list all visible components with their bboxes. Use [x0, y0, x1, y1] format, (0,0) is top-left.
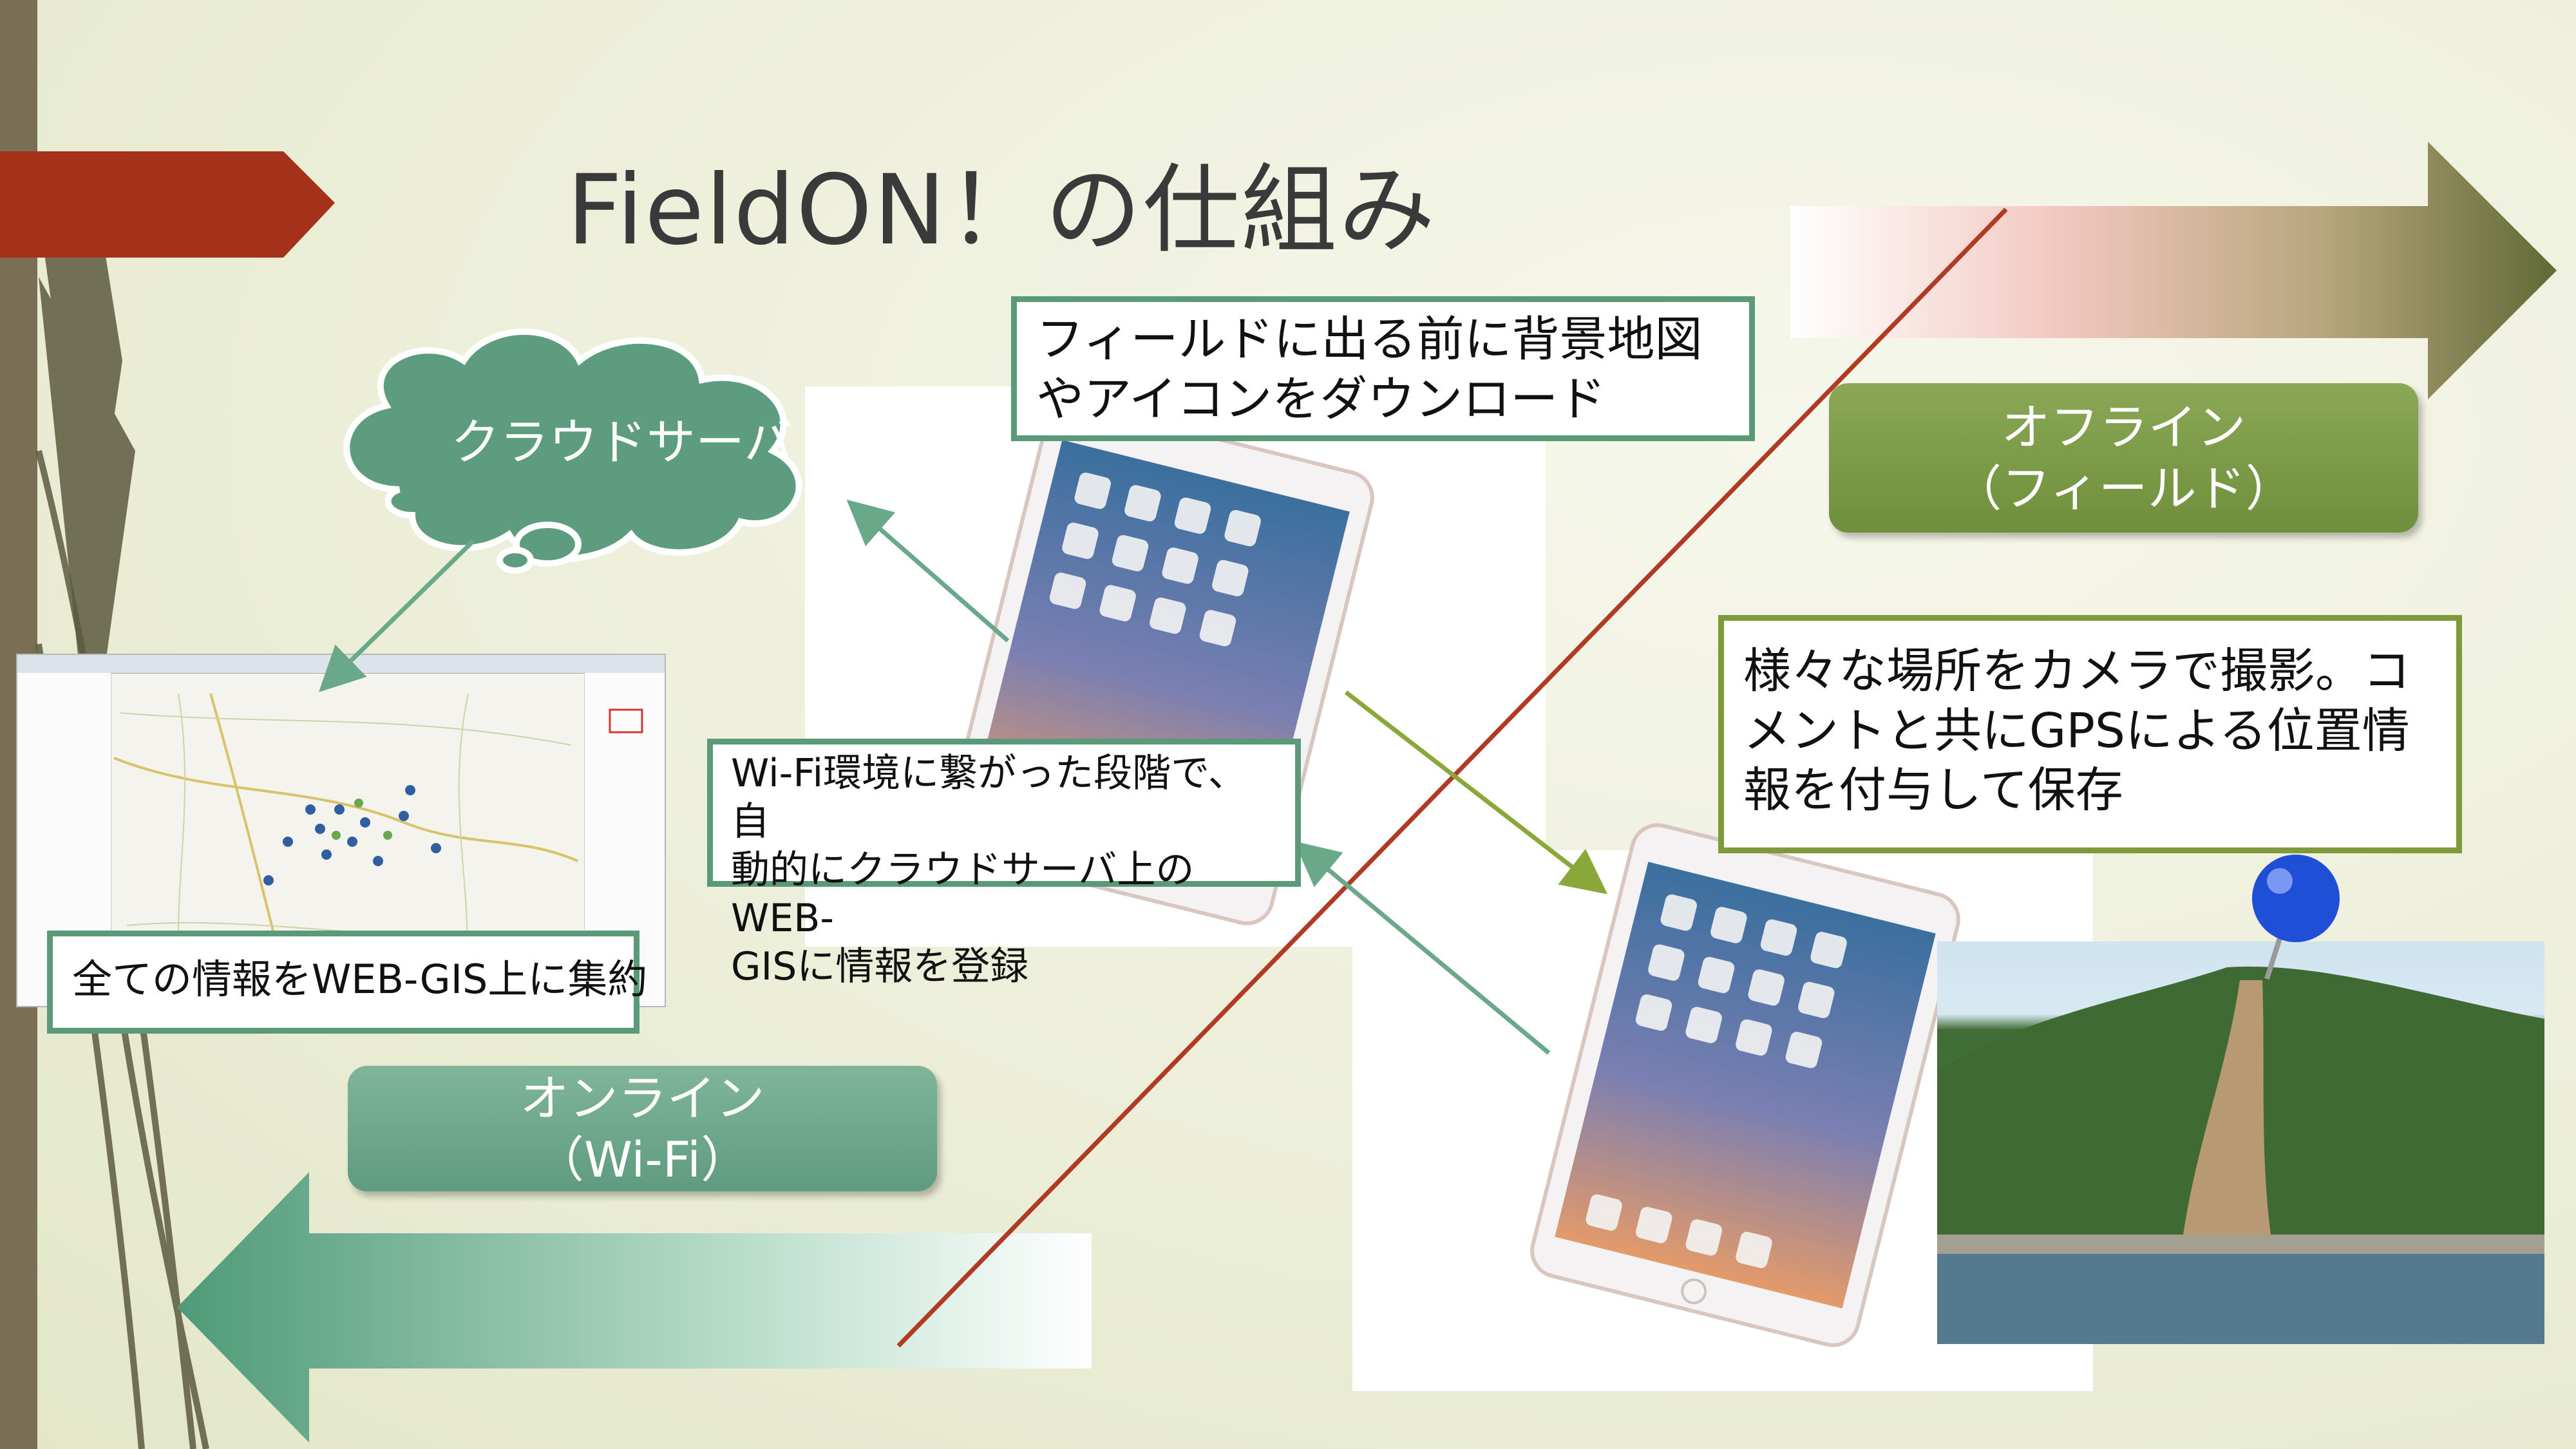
wifi-register-note: Wi-Fi環境に繋がった段階で、自 動的にクラウドサーバ上のWEB- GISに情…	[707, 739, 1301, 989]
download-note: フィールドに出る前に背景地図 やアイコンをダウンロード	[1011, 296, 1755, 441]
webgis-note: 全ての情報をWEB-GIS上に集約	[47, 931, 647, 1034]
offline-pill-line2: （フィールド）	[1953, 460, 2295, 517]
offline-pill: オフライン （フィールド）	[1829, 383, 2418, 533]
page-title: FieldON！の仕組み	[567, 155, 1437, 267]
cloud-label: クラウドサーバ	[451, 413, 793, 471]
offline-pill-line1: オフライン	[2001, 399, 2246, 456]
online-pill-line1: オンライン	[520, 1069, 765, 1127]
online-pill-line2: （Wi-Fi）	[535, 1130, 750, 1188]
online-pill: オンライン （Wi-Fi）	[348, 1066, 937, 1191]
landslide-photo	[1937, 942, 2544, 1344]
camera-note: 様々な場所をカメラで撮影。コ メントと共にGPSによる位置情 報を付与して保存	[1718, 615, 2462, 853]
